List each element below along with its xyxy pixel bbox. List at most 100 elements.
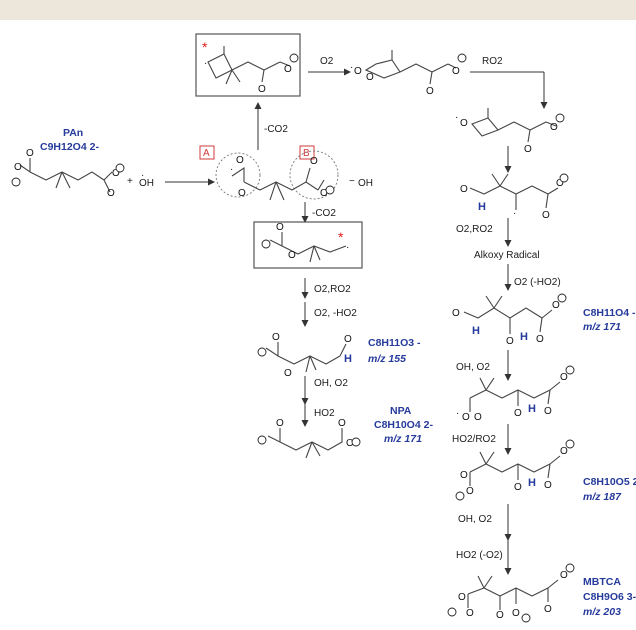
ro2-top-label: RO2 [482, 56, 503, 67]
mid-radical-box [253, 221, 363, 269]
minus-oh: − [349, 176, 355, 187]
mw-charge [257, 347, 267, 357]
center-o3: O [310, 156, 318, 167]
pan-label: PAn C9H12O4 2- [40, 127, 99, 153]
alkoxy-dot: · [455, 112, 458, 123]
mb-charge3 [447, 607, 457, 617]
mid-charge [261, 239, 271, 249]
top-charge [289, 53, 299, 63]
r187-o5: O [560, 446, 568, 457]
r171-formula: C8H11O4 - [583, 307, 636, 319]
npa-molecule: O O O [257, 418, 361, 459]
peroxy-o3: O [426, 86, 434, 97]
center-o1: O [236, 155, 244, 166]
peroxy-charge [457, 53, 467, 63]
r171-label: C8H11O4 - m/z 171 [583, 307, 636, 333]
npa-label: NPA C8H10O4 2- m/z 171 [374, 405, 433, 445]
peroxy-o4: O [452, 66, 460, 77]
pan-formula: C9H12O4 2- [40, 141, 99, 153]
mb-o3: O [496, 610, 504, 621]
center-molecule: O O · O O [215, 150, 339, 201]
co2-up-label: -CO2 [264, 124, 288, 135]
ald-o3: O [556, 178, 564, 189]
pan-molecule: O O O O [11, 148, 125, 199]
ohO2-mid-label: OH, O2 [314, 378, 348, 389]
mb-o4: O [512, 608, 520, 619]
alkoxy-radical-label: Alkoxy Radical [474, 250, 540, 261]
mw155-mz: m/z 155 [368, 353, 406, 365]
r187-mz: m/z 187 [583, 491, 622, 503]
pan-charge1 [11, 177, 21, 187]
npa-o2: O [338, 418, 346, 429]
mw-h: H [344, 353, 352, 365]
r171-mz: m/z 171 [583, 321, 621, 333]
header-band [0, 0, 636, 20]
mbtca-name: MBTCA [583, 576, 621, 588]
r171-o1: O [452, 308, 460, 319]
mid-radical-star: * [338, 229, 344, 245]
mw-o1: O [272, 332, 280, 343]
r171-o3: O [536, 334, 544, 345]
ho2o2-right-label: HO2 (-O2) [456, 550, 503, 561]
o2ho2-mid-label: O2, -HO2 [314, 308, 357, 319]
r187-o2: O [466, 486, 474, 497]
alkoxy-o3: O [550, 122, 558, 133]
npa-o1: O [276, 418, 284, 429]
tag-a: A [203, 148, 210, 159]
pan-o3: O [107, 188, 115, 199]
r187-o3: O [514, 482, 522, 493]
r187-o4: O [544, 480, 552, 491]
pan-o1: O [14, 162, 22, 173]
mw-o2: O [284, 368, 292, 379]
top-o2: O [284, 64, 292, 75]
npa-formula: C8H10O4 2- [374, 419, 433, 431]
rp-o4: O [544, 406, 552, 417]
peroxy-molecule-top: O O · O O [350, 50, 467, 97]
mid-radical-molecule: O O · [261, 222, 349, 263]
mid-o1: O [276, 222, 284, 233]
rp-h: H [528, 403, 536, 415]
mw155-molecule: O O O H [257, 332, 352, 379]
r187-o1: O [460, 470, 468, 481]
rp-dot: · [456, 408, 459, 419]
pan-o2: O [26, 148, 34, 159]
r171-molecule: O H H O O O [452, 293, 567, 347]
r187-h: H [528, 477, 536, 489]
r187-charge1 [455, 491, 465, 501]
top-radical-dot: · [204, 58, 207, 69]
o2-top-label: O2 [320, 56, 334, 67]
pan-charge2 [115, 163, 125, 173]
ald-dot: · [513, 208, 516, 219]
right-peroxy-molecule: O O · H O O O [456, 365, 575, 423]
r187-label: C8H10O5 2- m/z 187 [583, 476, 636, 503]
mid-dot: · [346, 242, 349, 253]
mid-o2: O [288, 250, 296, 261]
mw155-formula: C8H11O3 - [368, 337, 421, 349]
npa-charge2 [351, 437, 361, 447]
aldehyde-radical-molecule: O H · O O [460, 173, 569, 221]
ho2-mid-label: HO2 [314, 408, 335, 419]
ohO2-right2-label: OH, O2 [458, 514, 492, 525]
alkoxy-o: O [460, 118, 468, 129]
r171-h1: H [472, 325, 480, 337]
r187-molecule: O O H O O O [455, 439, 575, 501]
rp-o1: O [462, 412, 470, 423]
alkoxy-o2: O [524, 144, 532, 155]
center-dot: · [230, 164, 233, 175]
r171-h2: H [520, 331, 528, 343]
npa-mz: m/z 171 [384, 433, 422, 445]
mbtca-label: MBTCA C8H9O6 3- m/z 203 [583, 576, 636, 618]
peroxy-o1: O [354, 66, 362, 77]
mb-o6: O [560, 570, 568, 581]
r187-charge2 [565, 439, 575, 449]
ald-o: O [460, 184, 468, 195]
top-radical-molecule: · O O [204, 46, 299, 95]
mbtca-formula: C8H9O6 3- [583, 591, 636, 603]
site-a-circle [215, 152, 261, 198]
mbtca-mz: m/z 203 [583, 606, 621, 618]
rp-o5: O [560, 372, 568, 383]
rp-charge [565, 365, 575, 375]
alkoxy-charge [555, 113, 565, 123]
pan-name: PAn [63, 127, 83, 139]
